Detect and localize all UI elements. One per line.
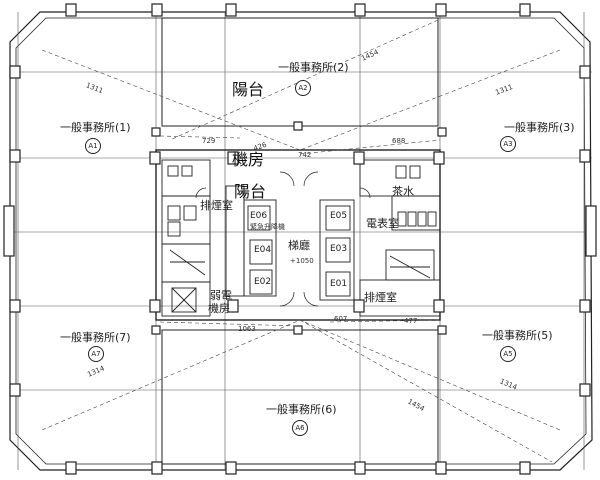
dim-729: 729 (202, 137, 216, 145)
left-shaft-note: 緊急升降機 (250, 223, 285, 231)
outer-wall (9, 11, 593, 471)
elevator-e06: E06 (250, 211, 268, 221)
balcony-top-label: 陽台 (232, 80, 265, 99)
dim-1063: 1063 (238, 325, 256, 333)
office-1-label: 一般事務所(1) (60, 121, 131, 134)
elevator-e02: E02 (254, 277, 272, 287)
dimension-lines (41, 19, 561, 463)
weak-power-room-label-2: 機房 (208, 302, 230, 315)
weak-power-room-label-1: 弱電 (210, 289, 232, 302)
office-5-label: 一般事務所(5) (482, 329, 553, 342)
dim-477: 477 (404, 317, 418, 325)
lobby-label: 梯廳 (288, 239, 310, 252)
elevator-e01: E01 (330, 279, 348, 289)
office-3-code: A3 (500, 136, 516, 152)
lobby-level-label: +1050 (290, 257, 314, 265)
office-7-code: A7 (88, 346, 104, 362)
elevator-e05: E05 (330, 211, 348, 221)
core-boundary (155, 149, 441, 321)
office-2-label: 一般事務所(2) (278, 61, 349, 74)
office-6-label: 一般事務所(6) (266, 403, 337, 416)
dim-742: 742 (298, 151, 312, 159)
columns (3, 3, 597, 475)
office-1-code: A1 (85, 138, 101, 154)
bottom-wing (161, 329, 439, 465)
door-arcs (195, 171, 371, 307)
exhaust-room-left-label: 排煙室 (200, 199, 233, 212)
meter-room-label: 電表室 (366, 217, 399, 230)
office-2-code: A2 (295, 80, 311, 96)
elevator-e04: E04 (254, 245, 272, 255)
machine-room-label: 機房 (232, 150, 265, 169)
exhaust-room-right-label: 排煙室 (364, 291, 397, 304)
right-elevators (319, 199, 355, 301)
office-3-label: 一般事務所(3) (504, 121, 575, 134)
office-6-code: A6 (292, 420, 308, 436)
dim-607: 607 (334, 315, 348, 323)
left-elevators (225, 185, 277, 297)
office-7-label: 一般事務所(7) (60, 331, 131, 344)
right-core (359, 159, 441, 317)
dim-688: 688 (392, 137, 406, 145)
left-core (161, 159, 211, 317)
office-5-code: A5 (500, 346, 516, 362)
inner-wall (15, 17, 587, 465)
tea-room-label: 茶水 (392, 185, 414, 198)
elevator-e03: E03 (330, 244, 348, 254)
balcony-core-label: 陽台 (234, 182, 267, 201)
